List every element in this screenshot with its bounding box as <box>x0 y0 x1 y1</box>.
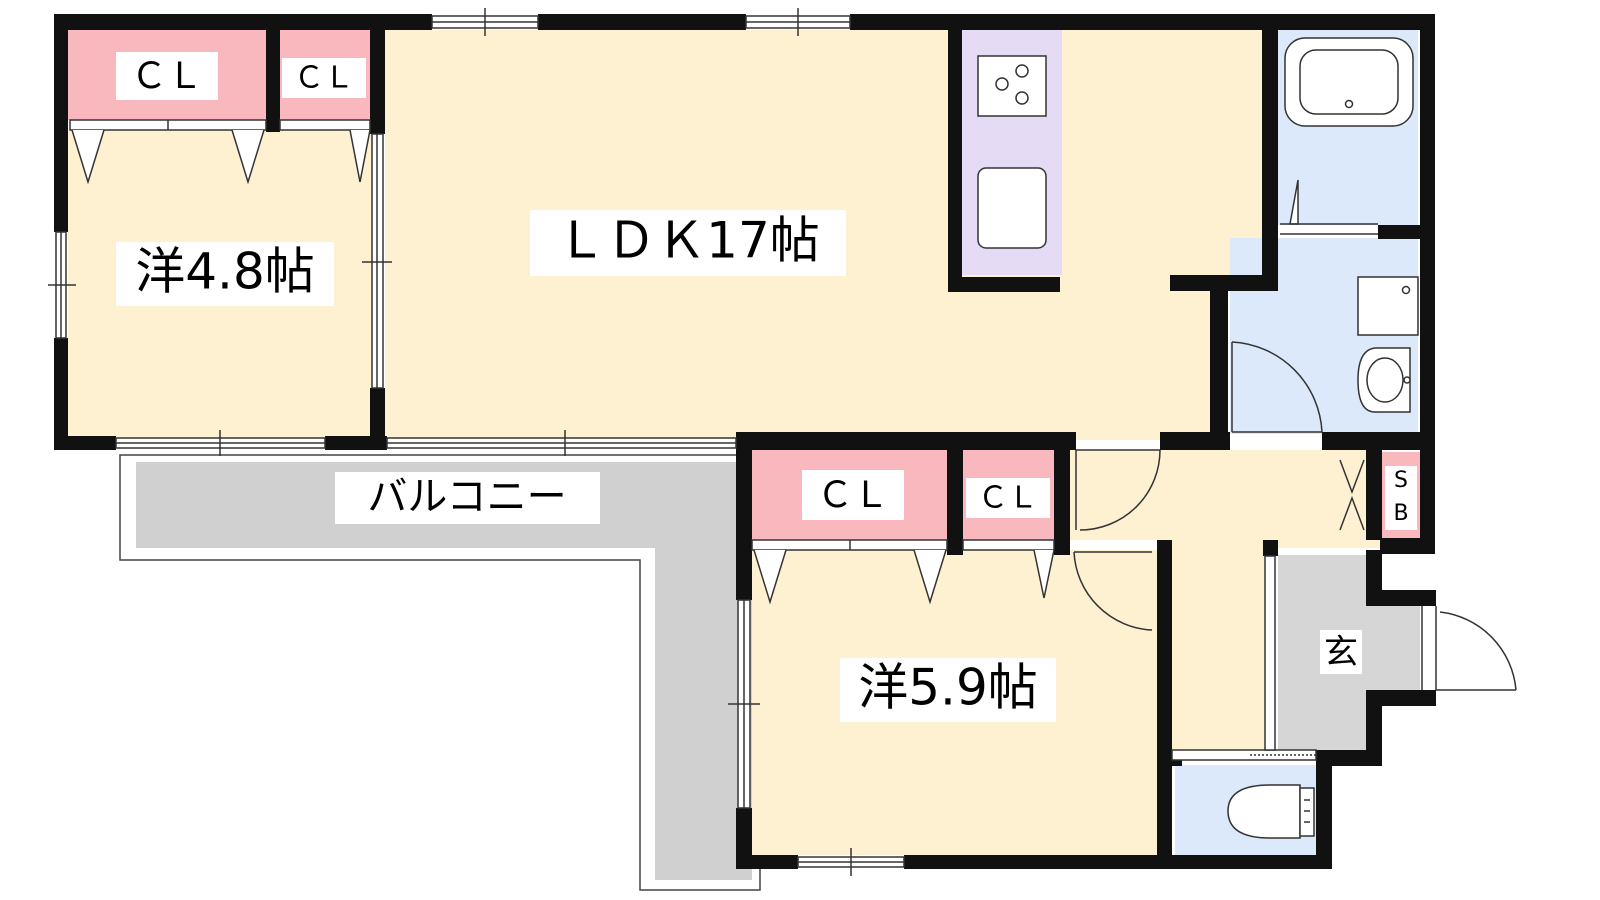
hallway <box>1070 450 1380 750</box>
balcony <box>119 454 761 891</box>
toilet-icon <box>1227 784 1301 839</box>
closet-a1-label: ＣＬ <box>131 56 203 97</box>
room-ldk-label: ＬＤＫ17帖 <box>556 212 820 270</box>
room-western-a-label: 洋4.8帖 <box>135 243 315 301</box>
washing-machine-icon <box>1357 276 1419 336</box>
stove-icon <box>977 55 1047 117</box>
sink-icon <box>977 167 1047 249</box>
closet-b2-label: ＣＬ <box>978 481 1038 516</box>
room-western-b-label: 洋5.9帖 <box>858 659 1038 717</box>
walls <box>54 14 1436 869</box>
closet-b1-label: ＣＬ <box>817 475 889 516</box>
entrance-label: 玄 <box>1324 633 1358 673</box>
labels: ＣＬ ＣＬ 洋4.8帖 ＬＤＫ17帖 バルコニー ＣＬ ＣＬ S B 洋5.9帖… <box>116 52 1417 722</box>
windows <box>48 8 1317 876</box>
shoe-box-b-label: B <box>1393 501 1408 526</box>
balcony-label: バルコニー <box>367 474 566 520</box>
fixtures <box>977 37 1419 839</box>
shoe-box-s-label: S <box>1394 468 1408 493</box>
closet-a2-label: ＣＬ <box>294 61 354 96</box>
doors <box>1073 179 1517 691</box>
closet-doors <box>69 119 1365 605</box>
